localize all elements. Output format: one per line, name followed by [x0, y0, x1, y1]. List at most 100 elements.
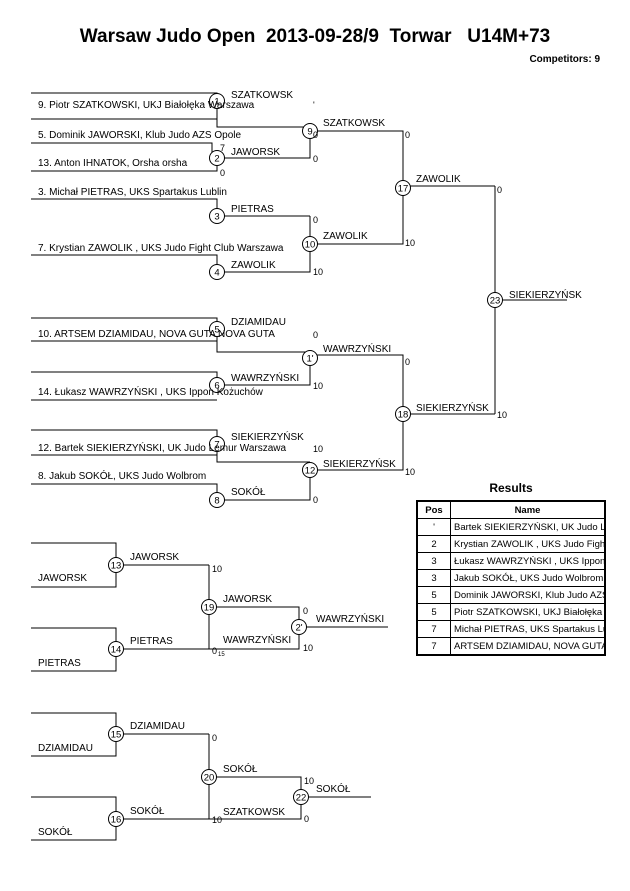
- winner-label: SZATKOWSK: [231, 90, 293, 101]
- bout-number: 2: [214, 154, 219, 165]
- competitor-entry: 12. Bartek SIEKIERZYŃSKI, UK Judo Lemur …: [38, 441, 286, 454]
- winner-label: DZIAMIDAU: [130, 721, 185, 732]
- winner-label: PIETRAS: [130, 636, 173, 647]
- score: 0: [313, 215, 318, 225]
- result-pos: 7: [416, 637, 451, 656]
- result-name: Dominik JAWORSKI, Klub Judo AZS O: [450, 586, 606, 604]
- score: 10: [212, 815, 222, 825]
- bout-number: 18: [398, 410, 409, 421]
- winner-label: WAWRZYŃSKI: [231, 371, 299, 384]
- winner-label: SOKÓŁ: [130, 804, 165, 817]
- bout-7-circle: [209, 436, 225, 452]
- score: 0: [313, 154, 318, 164]
- result-name: Piotr SZATKOWSKI, UKJ Białołęka W: [450, 603, 606, 621]
- bout-number: 1': [306, 354, 313, 365]
- result-name: Łukasz WAWRZYŃSKI , UKS Ippon: [450, 552, 606, 570]
- bout-number: 3: [214, 212, 219, 223]
- result-pos: 3: [416, 552, 451, 570]
- competitors-count: Competitors: 9: [529, 54, 600, 65]
- competitor-entry: 14. Łukasz WAWRZYŃSKI , UKS Ippon Kożuch…: [38, 385, 264, 398]
- bout-number: 7: [214, 440, 219, 451]
- table-row: 'Bartek SIEKIERZYŃSKI, UK Judo Lemur: [416, 518, 606, 536]
- bout-number: 23: [490, 296, 501, 307]
- bout-number: 6: [214, 381, 219, 392]
- result-name: Bartek SIEKIERZYŃSKI, UK Judo Lemur: [450, 518, 606, 536]
- winner-label: JAWORSK: [223, 594, 272, 605]
- result-pos: 5: [416, 603, 451, 621]
- bout-3-circle: [209, 208, 225, 224]
- result-name: Jakub SOKÓŁ, UKS Judo Wolbrom: [450, 569, 606, 587]
- score: 10: [212, 564, 222, 574]
- winner-label: WAWRZYŃSKI: [323, 342, 391, 355]
- bout-6-circle: [209, 377, 225, 393]
- score: 0: [405, 130, 410, 140]
- score: 0: [304, 814, 309, 824]
- bout-17-circle: [395, 180, 411, 196]
- repechage-lower-name: WAWRZYŃSKI: [223, 633, 291, 646]
- result-pos: 3: [416, 569, 451, 587]
- score: 0: [212, 646, 217, 656]
- winner-label: SIEKIERZYŃSK: [323, 457, 396, 470]
- score: 0: [405, 357, 410, 367]
- score: 10: [303, 643, 313, 653]
- results-title: Results: [489, 481, 533, 495]
- bout-9-circle: [302, 123, 318, 139]
- repechage-lower-name: SZATKOWSK: [223, 807, 285, 818]
- score: 10: [313, 267, 323, 277]
- bout-number: 5: [214, 325, 219, 336]
- score: ': [313, 100, 315, 110]
- bout-number: 17: [398, 184, 409, 195]
- score: 0: [497, 185, 502, 195]
- bout-number: 20: [204, 773, 215, 784]
- bout-16-circle: [108, 811, 124, 827]
- score: 0: [212, 733, 217, 743]
- result-pos: 7: [416, 620, 451, 638]
- result-name: Krystian ZAWOLIK , UKS Judo Fight: [450, 535, 606, 553]
- bout-number: 8: [214, 496, 219, 507]
- bout-10-circle: [302, 236, 318, 252]
- bout-number: 2': [295, 623, 302, 634]
- bout-12-circle: [302, 462, 318, 478]
- winner-label: SOKÓŁ: [223, 762, 258, 775]
- results-header-pos: Pos: [416, 500, 451, 519]
- bout-23-circle: [487, 292, 503, 308]
- repechage-entrant: SOKÓŁ: [38, 825, 73, 838]
- bout-8-circle: [209, 492, 225, 508]
- bout-number: 9: [307, 127, 312, 138]
- winner-label: JAWORSK: [130, 552, 179, 563]
- bout-5-circle: [209, 321, 225, 337]
- page-title: Warsaw Judo Open 2013-09-28/9 Torwar U14…: [79, 26, 551, 47]
- repechage-entrant: JAWORSK: [38, 573, 87, 584]
- bout-14-circle: [108, 641, 124, 657]
- bout-number: 22: [296, 793, 307, 804]
- bout-number: 12: [305, 466, 316, 477]
- winner-label: SOKÓŁ: [316, 782, 351, 795]
- bout-1-circle: [209, 93, 225, 109]
- results-header-row: Pos Name: [416, 500, 606, 519]
- bout-13-circle: [108, 557, 124, 573]
- bout-number: 15: [111, 730, 122, 741]
- winner-label: WAWRZYŃSKI: [316, 612, 384, 625]
- bout-number: 1: [214, 97, 219, 108]
- score: 10: [405, 238, 415, 248]
- bout-11-circle: [302, 350, 318, 366]
- competitor-entry: 9. Piotr SZATKOWSKI, UKJ Białołęka Warsz…: [38, 100, 255, 111]
- score: 0: [313, 495, 318, 505]
- score: 10: [497, 410, 507, 420]
- winner-label: JAWORSK: [231, 147, 280, 158]
- score: 10: [405, 467, 415, 477]
- score: 15: [218, 652, 225, 658]
- winner-label: ZAWOLIK: [231, 260, 276, 271]
- winner-label: SIEKIERZYŃSK: [509, 288, 582, 301]
- result-pos: ': [416, 518, 451, 536]
- repechage-entrant: PIETRAS: [38, 658, 81, 669]
- winner-label: ZAWOLIK: [323, 231, 368, 242]
- bout-number: 13: [111, 561, 122, 572]
- repechage-entrant: DZIAMIDAU: [38, 743, 93, 754]
- winner-label: PIETRAS: [231, 204, 274, 215]
